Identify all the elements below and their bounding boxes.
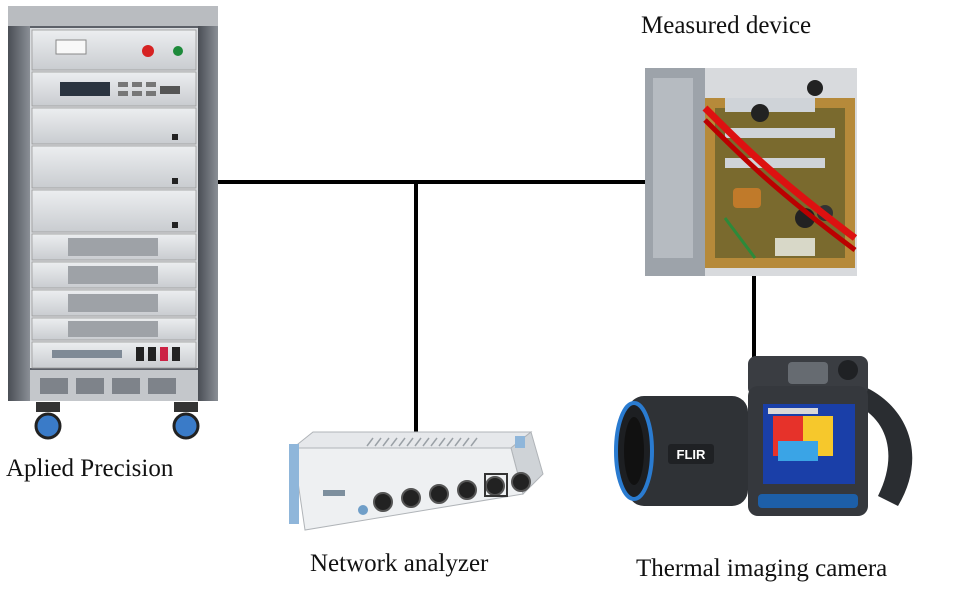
wire-to-thermal-camera <box>752 272 756 357</box>
label-measured-device: Measured device <box>641 12 812 39</box>
camera-brand-label: FLIR <box>677 447 706 462</box>
wire-to-network-analyzer <box>414 180 418 436</box>
power-source-rack-icon <box>8 6 218 440</box>
label-network-analyzer: Network analyzer <box>310 550 489 577</box>
label-thermal-camera: Thermal imaging camera <box>636 555 888 582</box>
label-applied-precision: Aplied Precision <box>6 455 174 482</box>
wire-horizontal-bus <box>218 180 650 184</box>
network-analyzer-icon <box>289 431 544 531</box>
measured-device-pcb-icon <box>645 68 857 276</box>
thermal-camera-icon: FLIR <box>614 356 913 516</box>
